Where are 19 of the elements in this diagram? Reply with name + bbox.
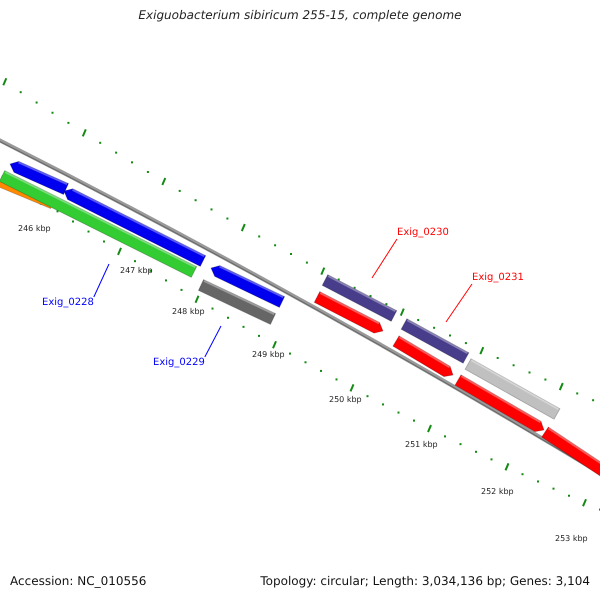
gene-label: Exig_0229: [153, 357, 205, 369]
accession-text: Accession: NC_010556: [10, 574, 146, 588]
leader-line: [446, 284, 472, 322]
gene-label: Exig_0231: [472, 272, 524, 284]
position-label: 251 kbp: [405, 440, 438, 450]
title: Exiguobacterium sibiricum 255-15, complete genome: [137, 8, 463, 22]
leader-line: [93, 264, 110, 298]
position-label: 249 kbp: [252, 350, 285, 360]
leader-line: [372, 238, 398, 278]
gene-label: Exig_0230: [397, 227, 449, 239]
leader-line: [204, 326, 222, 358]
position-label: 246 kbp: [18, 224, 51, 234]
position-label: 250 kbp: [329, 395, 362, 405]
position-label: 247 kbp: [120, 266, 153, 276]
position-label: 252 kbp: [481, 487, 514, 497]
genome-info-text: Topology: circular; Length: 3,034,136 bp; Genes: 3,104: [260, 574, 590, 588]
position-label: 248 kbp: [172, 307, 205, 317]
gene-label: Exig_0228: [42, 297, 94, 309]
position-label: 253 kbp: [555, 534, 588, 544]
